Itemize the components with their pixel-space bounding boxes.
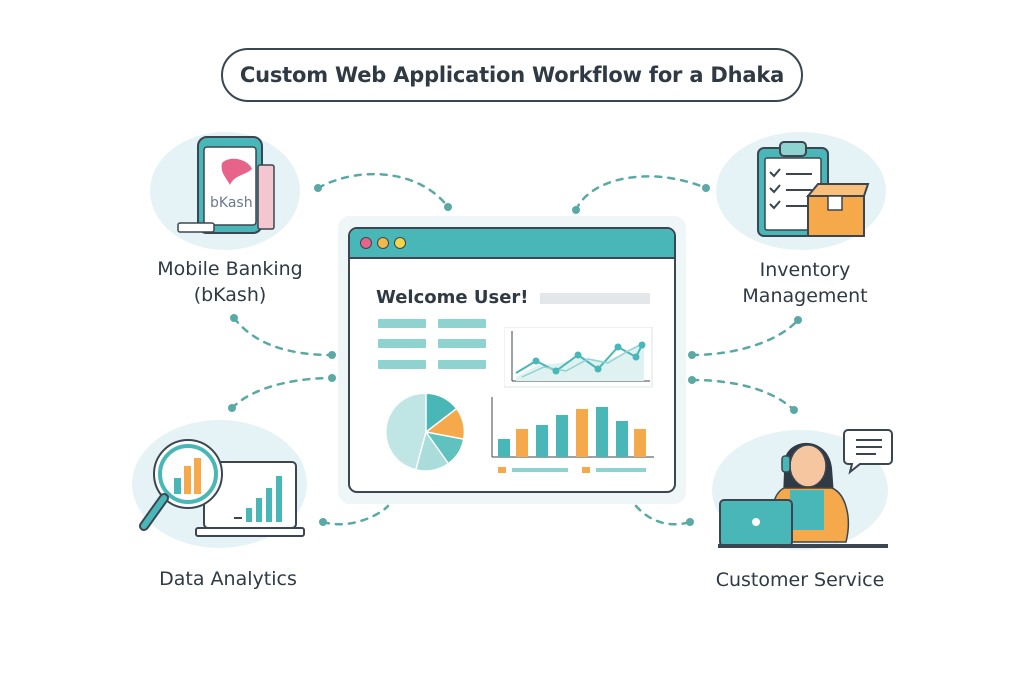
connector-analytics-top [230, 376, 334, 410]
analytics-label: Data Analytics [159, 568, 297, 590]
bkash-logo-text: bKash [210, 195, 253, 211]
connector-mobile-top [316, 172, 450, 209]
placeholder-bar [378, 339, 426, 348]
phone-payment-icon: bKash [177, 136, 275, 234]
clipboard-box-icon [757, 141, 870, 237]
mini-pie-chart [386, 393, 464, 471]
page-title: Custom Web Application Workflow for a Dh… [239, 63, 785, 87]
minimize-dot-icon [377, 237, 389, 249]
welcome-text: Welcome User! [376, 287, 529, 308]
placeholder-bar [438, 360, 486, 369]
inventory-label: Inventory Management [710, 257, 900, 309]
mobile-banking-label-line2: (bKash) [193, 284, 267, 306]
placeholder-bar [378, 360, 426, 369]
title-pill: Custom Web Application Workflow for a Dh… [221, 48, 803, 102]
mini-line-chart [504, 327, 653, 388]
placeholder-bar [438, 319, 486, 328]
close-dot-icon [360, 237, 372, 249]
mini-bar-chart [491, 397, 654, 473]
mobile-banking-label: Mobile Banking (bKash) [140, 256, 320, 308]
connector-mobile-bottom [232, 316, 334, 357]
support-agent-icon [718, 429, 893, 548]
connector-analytics-bottom [321, 504, 390, 526]
connector-cs-top [690, 378, 796, 412]
placeholder-bar [378, 319, 426, 328]
connector-inventory-top [574, 175, 708, 212]
inventory-label-line1: Inventory [759, 259, 851, 281]
mobile-banking-label-line1: Mobile Banking [157, 258, 303, 280]
maximize-dot-icon [394, 237, 406, 249]
window-titlebar [350, 229, 674, 259]
placeholder-bar [438, 339, 486, 348]
connector-inventory-bottom [690, 318, 800, 357]
magnifier-chart-icon [139, 439, 305, 537]
dashboard-window: Welcome User! [348, 227, 676, 493]
header-placeholder-bar [540, 293, 650, 304]
connector-cs-bottom [634, 504, 692, 526]
customer-service-label: Customer Service [715, 569, 885, 591]
inventory-label-line2: Management [742, 285, 868, 307]
